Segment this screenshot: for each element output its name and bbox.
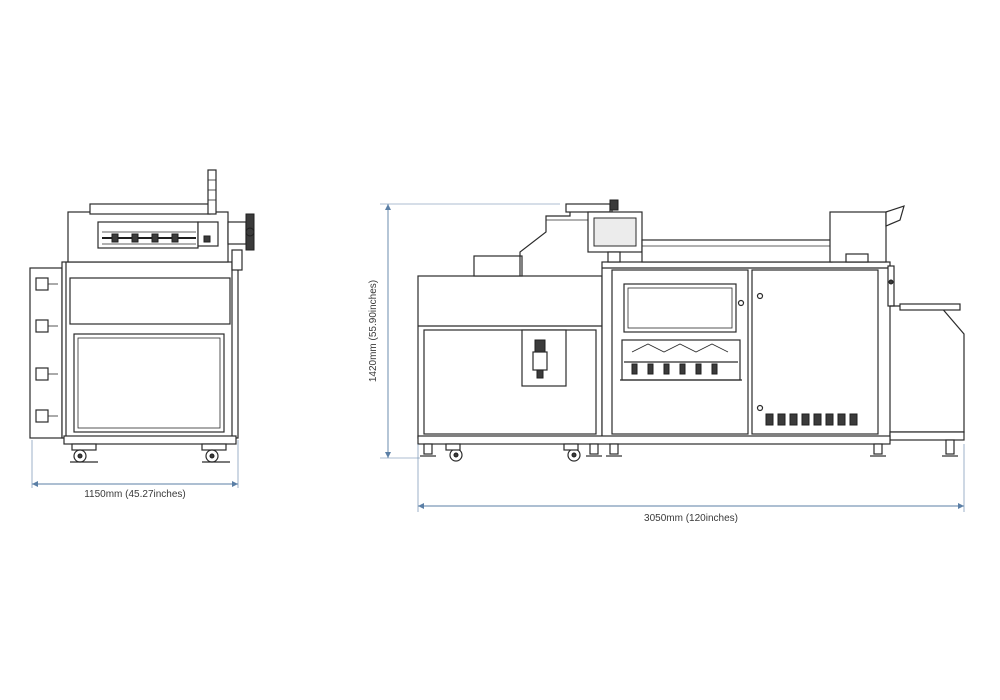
door-latches <box>35 277 58 423</box>
front-casters <box>420 439 958 462</box>
feeder-control-device <box>521 329 567 387</box>
viewing-window <box>623 283 737 333</box>
height-dimension: 1420mm (55.90inches) <box>368 203 560 459</box>
front-base-frame <box>417 435 891 445</box>
side-width-label: 1150mm (45.27inches) <box>84 489 186 500</box>
side-cabinet-door <box>73 333 225 433</box>
top-conveyor <box>641 239 833 263</box>
side-view: 1150mm (45.27inches) <box>29 169 255 500</box>
height-label: 1420mm (55.90inches) <box>368 280 379 382</box>
length-dimension: 3050mm (120inches) <box>417 444 965 524</box>
output-table <box>889 303 965 441</box>
side-casters <box>70 443 230 463</box>
side-width-dimension: 1150mm (45.27inches) <box>31 440 239 500</box>
ventilation-slots <box>765 413 858 426</box>
capping-unit <box>829 205 905 263</box>
front-view: 1420mm (55.90inches) 3050mm (120inches) <box>368 199 965 524</box>
side-base-frame <box>63 435 237 445</box>
main-cabinet-right-door <box>751 269 879 435</box>
side-feeder-rails <box>102 231 196 245</box>
length-label: 3050mm (120inches) <box>644 513 738 524</box>
side-hand-wheel <box>227 213 255 251</box>
side-cabinet-drawer <box>69 277 231 325</box>
filling-mechanism <box>620 339 742 381</box>
hmi-monitor <box>587 199 643 263</box>
side-light-tower <box>207 169 217 215</box>
